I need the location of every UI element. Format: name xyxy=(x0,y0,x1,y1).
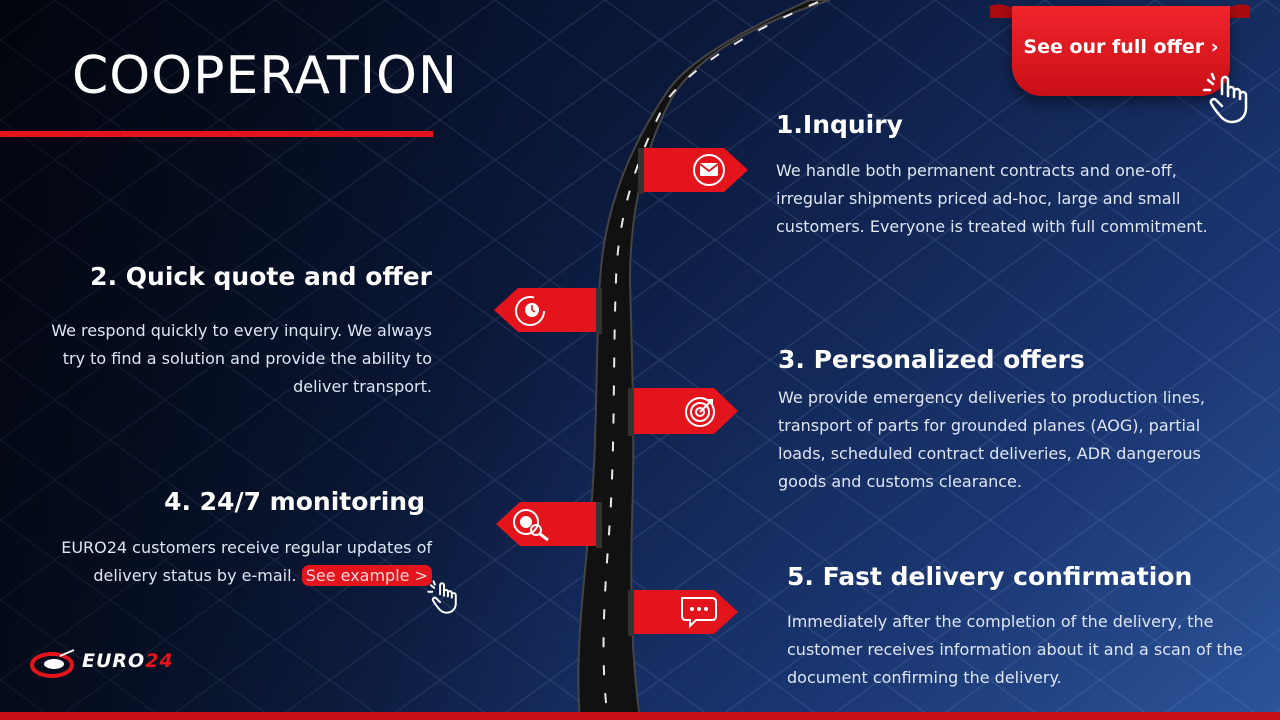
logo-text: EURO24 xyxy=(82,650,174,672)
envelope-icon xyxy=(693,154,725,186)
stopwatch-icon xyxy=(515,296,545,326)
title-underline xyxy=(0,131,433,137)
flag-personalized xyxy=(628,388,738,436)
step-5-text: Immediately after the completion of the … xyxy=(787,612,1243,687)
step-1-title: 1.Inquiry xyxy=(776,110,903,139)
step-1-text: We handle both permanent contracts and o… xyxy=(776,161,1208,236)
step-4-title: 4. 24/7 monitoring xyxy=(164,487,425,516)
flag-quote xyxy=(494,288,602,334)
see-full-offer-button[interactable]: See our full offer › xyxy=(1012,6,1230,96)
pointer-hand-icon xyxy=(427,580,457,614)
pointer-hand-icon xyxy=(1202,72,1248,124)
step-4-text: EURO24 customers receive regular updates… xyxy=(40,534,432,590)
flag-monitoring xyxy=(496,502,602,548)
see-example-link[interactable]: See example > xyxy=(301,565,432,586)
see-full-offer-label: See our full offer › xyxy=(1023,36,1219,58)
logo-text-euro: EURO xyxy=(82,650,146,672)
step-2-text: We respond quickly to every inquiry. We … xyxy=(51,321,432,396)
step-4-text-body: EURO24 customers receive regular updates… xyxy=(61,538,432,585)
bottom-accent-bar xyxy=(0,712,1280,720)
step-2-title: 2. Quick quote and offer xyxy=(90,262,432,291)
flag-confirmation xyxy=(628,590,738,636)
road-illustration xyxy=(577,0,831,720)
step-3-text: We provide emergency deliveries to produ… xyxy=(778,388,1205,491)
page-title: COOPERATION xyxy=(72,46,458,106)
step-5-title: 5. Fast delivery confirmation xyxy=(787,562,1193,591)
flag-inquiry xyxy=(638,148,748,194)
logo-text-24: 24 xyxy=(145,650,174,672)
euro24-logo[interactable]: EURO24 xyxy=(30,648,173,680)
step-3-title: 3. Personalized offers xyxy=(778,345,1085,374)
chat-icon xyxy=(681,597,717,629)
target-icon xyxy=(685,397,715,427)
logo-mark-icon xyxy=(30,649,75,678)
tracking-icon xyxy=(513,509,549,542)
